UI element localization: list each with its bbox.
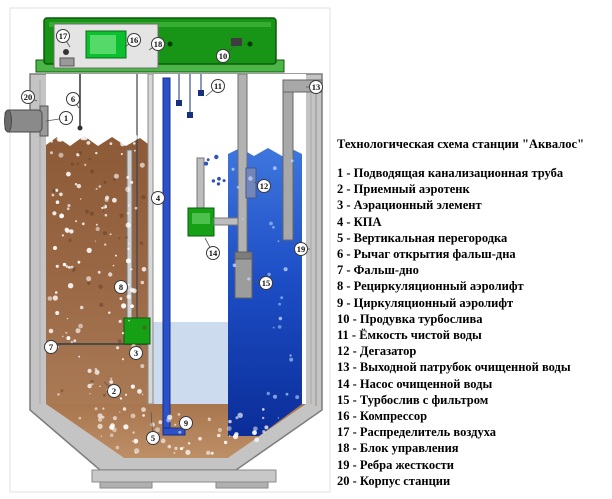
legend-item-18: 18 - Блок управления [337,441,459,456]
svg-text:1: 1 [64,113,68,123]
bubbles-clean-water [231,159,300,400]
legend-item-14: 14 - Насос очищенной воды [337,376,493,391]
legend-item-7: 7 - Фальш-дно [337,263,419,278]
air-valve-2 [187,112,193,118]
svg-text:12: 12 [260,181,269,191]
lid-screw-right [247,41,253,47]
callout-16: 16 [124,33,141,48]
air-valve-3 [198,90,204,96]
vertical-partition [147,73,154,405]
legend-item-20: 20 - Корпус станции [337,473,451,488]
svg-text:2: 2 [112,386,116,396]
legend-title: Технологическая схема станции "Аквалос" [337,137,585,151]
callout-14: 14 [204,237,220,260]
legend-item-13: 13 - Выходной патрубок очищенной воды [337,360,571,375]
legend-item-16: 16 - Компрессор [337,409,428,424]
legend-item-3: 3 - Аэрационный элемент [337,198,482,213]
pump-face [192,213,210,224]
aeration-element [123,317,151,345]
legend-item-6: 6 - Рычаг открытия фальш-дна [337,247,516,262]
svg-text:3: 3 [134,348,138,358]
svg-text:8: 8 [119,282,123,292]
callout-2: 2 [103,381,121,398]
recirculation-airlift [126,149,133,343]
base-foot-right [215,481,269,489]
compressor-block [59,57,75,67]
callout-10: 10 [216,45,236,63]
callout-3: 3 [129,343,143,360]
legend-item-2: 2 - Приемный аэротенк [337,182,470,197]
svg-text:5: 5 [151,433,155,443]
bubbles-aeration-chamber [47,132,147,400]
svg-text:18: 18 [154,39,163,49]
control-button [63,49,69,55]
svg-text:17: 17 [59,31,68,41]
turbo-drain-cap [234,251,253,260]
legend-item-8: 8 - Рециркуляционный аэролифт [337,279,524,294]
air-valve-1 [176,100,182,106]
outlet-riser [282,91,294,241]
svg-text:6: 6 [71,94,75,104]
aeration-chamber-liquid [46,136,148,404]
svg-text:7: 7 [49,342,54,352]
degasser [245,167,257,199]
svg-text:20: 20 [24,92,33,102]
callout-4: 4 [151,191,165,205]
inlet-pipe-mouth [4,109,12,133]
lever-handle [77,125,83,131]
legend-list: 1 - Подводящая канализационная труба 2 - … [337,165,609,489]
svg-text:9: 9 [184,418,188,428]
legend-item-19: 19 - Ребра жесткости [337,457,454,472]
diagram-frame [9,7,331,493]
callout-18: 18 [148,37,165,51]
svg-text:14: 14 [209,248,218,258]
callout-17: 17 [56,29,71,48]
callout-5: 5 [146,411,160,445]
base-foot-left [99,481,153,489]
base-plate [91,469,277,483]
control-display-screen [90,35,116,54]
legend-item-12: 12 - Дегазатор [337,344,417,359]
turbo-purge-valve [231,38,242,46]
turbo-drain-pipe [237,73,248,253]
legend-item-10: 10 - Продувка турбослива [337,311,483,326]
callout-19: 19 [294,242,310,256]
callout-11: 11 [205,79,225,97]
legend-item-15: 15 - Турбослив с фильтром [337,392,489,407]
callout-8: 8 [114,280,129,294]
callout-15: 15 [252,276,273,290]
legend: Технологическая схема станции "Аквалос" … [337,137,609,489]
lid-highlight [49,22,271,27]
circulation-airlift [162,77,171,435]
callout-20: 20 [21,90,38,104]
bubbles-hopper [78,407,280,455]
legend-item-1: 1 - Подводящая канализационная труба [337,166,564,180]
callout-1: 1 [45,111,73,125]
circulation-airlift-elbow [162,427,186,436]
svg-text:19: 19 [297,244,306,254]
callout-13: 13 [306,80,323,94]
svg-text:11: 11 [214,81,222,91]
callout-12: 12 [253,179,271,193]
svg-text:15: 15 [262,278,271,288]
lid-screw-left [167,41,173,47]
legend-item-5: 5 - Вертикальная перегородка [337,230,508,245]
water-droplets [204,154,226,186]
svg-text:10: 10 [219,51,228,61]
legend-item-4: 4 - КПА [337,214,382,229]
callout-6: 6 [66,92,80,109]
svg-text:13: 13 [312,82,321,92]
svg-text:16: 16 [130,35,139,45]
legend-item-11: 11 - Ёмкость чистой воды [337,328,482,343]
legend-item-17: 17 - Распределитель воздуха [337,425,497,440]
svg-text:4: 4 [156,193,161,203]
legend-item-9: 9 - Циркуляционный аэролифт [337,295,514,310]
callout-9: 9 [175,416,193,432]
callout-7: 7 [44,340,61,354]
pump-riser-pipe [196,157,205,211]
